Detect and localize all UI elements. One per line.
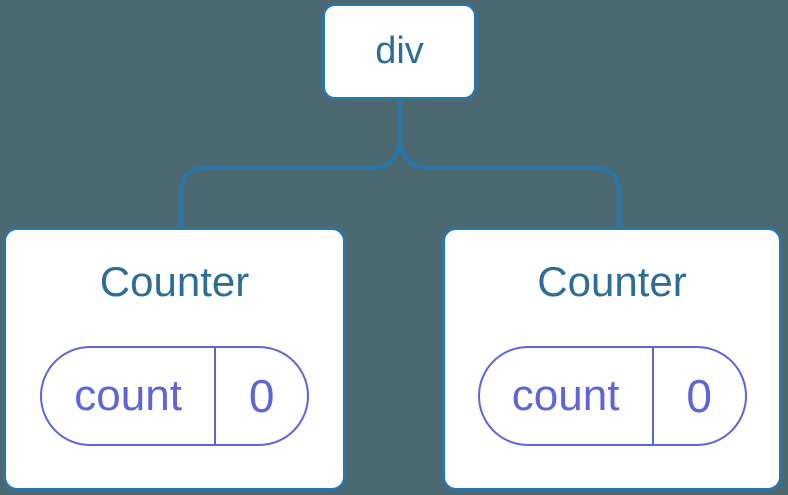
component-name-left: Counter [99, 258, 250, 305]
component-name-right: Counter [537, 258, 687, 305]
state-value-left: 0 [248, 370, 275, 422]
state-pill-right: count 0 [477, 346, 747, 446]
connector-stem [178, 97, 622, 231]
counter-card-right: Counter count 0 [442, 227, 782, 491]
counter-card-left: Counter count 0 [3, 227, 346, 491]
state-pill-left: count 0 [40, 346, 309, 446]
root-node-div: div [322, 3, 477, 100]
state-value-right: 0 [686, 370, 712, 422]
state-key-left: count [42, 348, 217, 444]
state-key-right: count [480, 348, 654, 444]
root-node-label: div [375, 30, 424, 72]
